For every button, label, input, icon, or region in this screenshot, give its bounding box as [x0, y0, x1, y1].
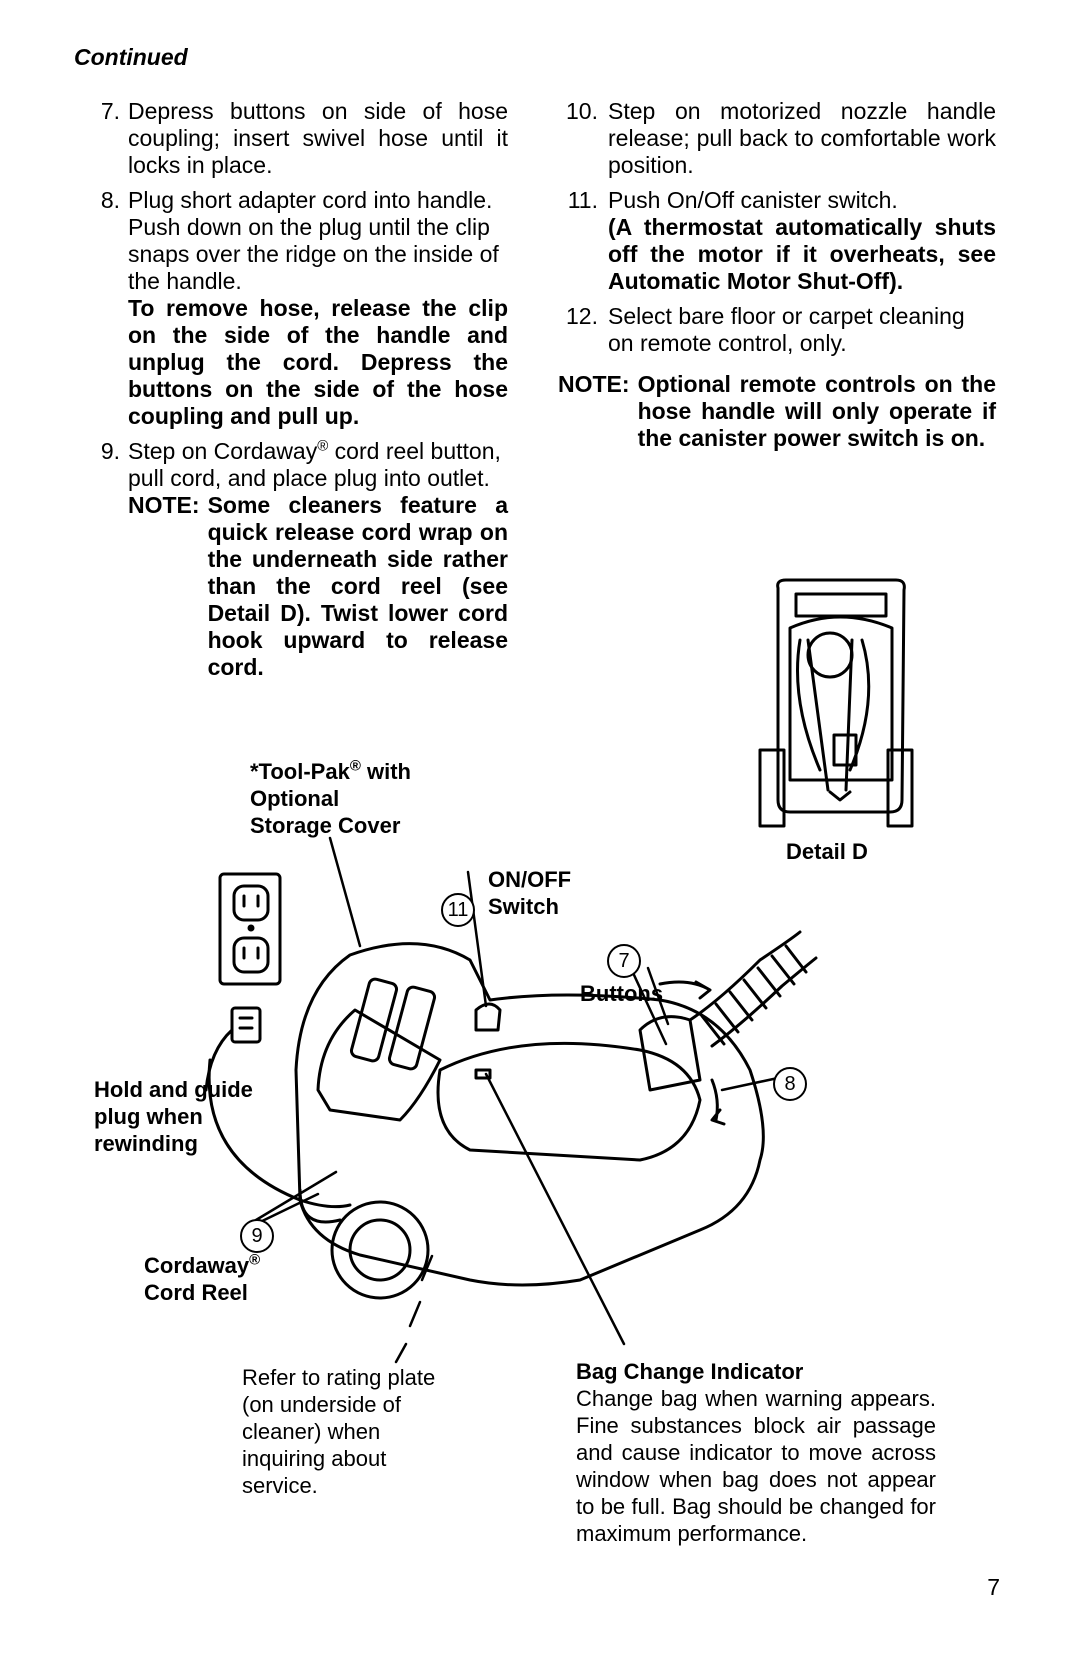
hold-line1: Hold and guide	[94, 1077, 253, 1102]
bag-change-title: Bag Change Indicator	[576, 1359, 804, 1384]
hose-drawing	[658, 930, 818, 1126]
note: NOTE: Some cleaners feature a quick rele…	[128, 492, 508, 681]
page-number: 7	[987, 1574, 1000, 1600]
callout-7: 7	[607, 944, 641, 978]
note-label: NOTE:	[558, 371, 630, 397]
step-11: 11. Push On/Off canister switch. (A ther…	[560, 187, 996, 295]
hold-line2: plug when	[94, 1104, 203, 1129]
step-number: 10.	[566, 98, 598, 124]
tool-pak-line1: *Tool-Pak® with	[250, 758, 411, 785]
note-label: NOTE:	[128, 492, 200, 518]
on-off-switch-label: ON/OFF Switch	[488, 866, 571, 920]
cordaway-name: Cordaway	[144, 1253, 250, 1278]
step-number: 12.	[566, 303, 598, 329]
registered-mark: ®	[349, 757, 361, 775]
detail-d-label: Detail D	[786, 839, 868, 864]
bag-change-indicator: Bag Change Indicator Change bag when war…	[576, 1358, 936, 1547]
tool-pak-with: with	[360, 759, 411, 784]
note: NOTE: Optional remote controls on the ho…	[558, 371, 996, 452]
buttons-label: Buttons	[580, 981, 664, 1006]
step-text: Select bare floor or carpet cleaning on …	[608, 303, 965, 356]
right-column: 10. Step on motorized nozzle handle rele…	[558, 98, 996, 452]
note-text: Some cleaners feature a quick release co…	[207, 492, 508, 680]
step-text: Depress buttons on side of hose coupling…	[128, 98, 508, 178]
step-text-a: Step on Cordaway	[128, 438, 318, 464]
callout-8: 8	[773, 1067, 807, 1101]
tool-pak-label: *Tool-Pak® with Optional Storage Cover	[250, 758, 411, 839]
step-number: 7.	[100, 98, 120, 124]
cordaway-label: Cordaway® Cord Reel	[144, 1252, 260, 1306]
tool-pak-line3: Storage Cover	[250, 813, 401, 838]
tool-pak-name: *Tool-Pak	[250, 759, 350, 784]
left-column: 7. Depress buttons on side of hose coupl…	[80, 98, 508, 689]
step-text: Plug short adapter cord into handle. Pus…	[128, 187, 499, 294]
step-number: 8.	[100, 187, 120, 213]
plug-drawing	[204, 1006, 352, 1209]
vacuum-body-drawing	[294, 942, 765, 1300]
step-bold-text: (A thermostat automatically shuts off th…	[608, 214, 996, 294]
step-text: Step on motorized nozzle handle release;…	[608, 98, 996, 178]
on-off-line1: ON/OFF	[488, 867, 572, 892]
note-text: Optional remote controls on the hose han…	[637, 371, 996, 451]
step-bold-text: To remove hose, release the clip on the …	[128, 295, 508, 429]
hold-and-guide-label: Hold and guide plug when rewinding	[94, 1076, 253, 1157]
cordaway-line1: Cordaway®	[144, 1252, 260, 1279]
tool-pak-line2: Optional	[250, 786, 340, 811]
step-text-b: cord reel button, pull cord, and place p…	[128, 438, 501, 491]
step-number: 9.	[100, 438, 120, 464]
rating-plate-text: Refer to rating plate (on underside of c…	[242, 1365, 436, 1498]
bag-change-text: Change bag when warning appears. Fine su…	[576, 1386, 936, 1546]
callout-leaders	[254, 836, 780, 1364]
callout-9: 9	[240, 1219, 274, 1253]
registered-mark: ®	[249, 1251, 261, 1269]
cordaway-line2: Cord Reel	[144, 1280, 248, 1305]
continued-heading: Continued	[74, 44, 188, 70]
step-number: 11.	[567, 187, 598, 213]
step-7: 7. Depress buttons on side of hose coupl…	[80, 98, 508, 179]
step-8: 8. Plug short adapter cord into handle. …	[80, 187, 508, 430]
detail-d-drawing	[758, 578, 914, 828]
step-10: 10. Step on motorized nozzle handle rele…	[560, 98, 996, 179]
wall-outlet-drawing	[218, 872, 282, 986]
step-9: 9. Step on Cordaway® cord reel button, p…	[80, 438, 508, 681]
step-text: Push On/Off canister switch.	[608, 187, 898, 213]
hold-line3: rewinding	[94, 1131, 198, 1156]
step-text: Step on Cordaway® cord reel button, pull…	[128, 438, 508, 492]
callout-11: 11	[441, 893, 475, 927]
on-off-line2: Switch	[488, 894, 559, 919]
step-12: 12. Select bare floor or carpet cleaning…	[560, 303, 996, 357]
registered-mark: ®	[317, 437, 329, 455]
